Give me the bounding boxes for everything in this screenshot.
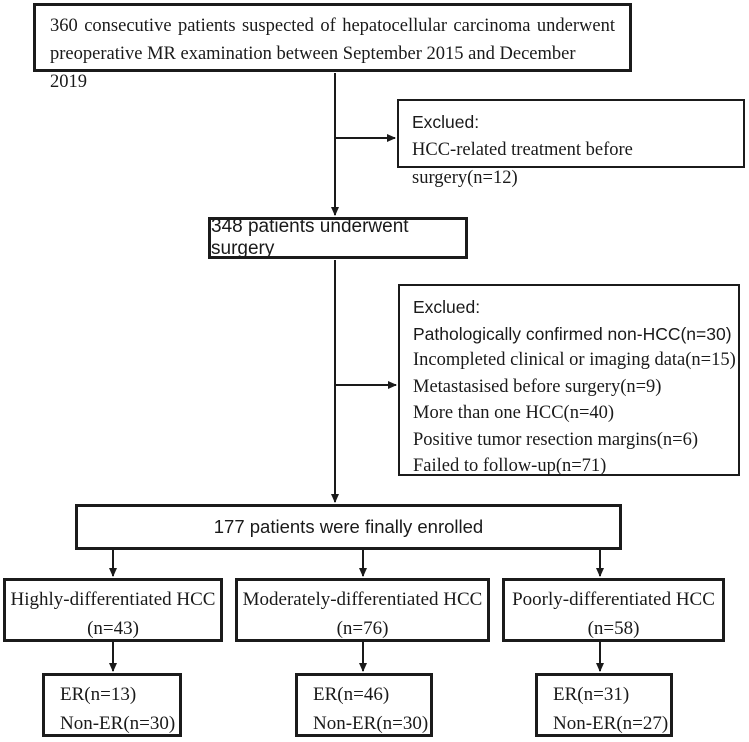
group-n: (n=76) bbox=[336, 618, 389, 639]
exclusion-2-reason: More than one HCC(n=40) bbox=[413, 403, 615, 423]
exclusion-2-reason: Metastasised before surgery(n=9) bbox=[413, 376, 662, 397]
group-box-moderately: Moderately-differentiated HCC (n=76) bbox=[235, 578, 490, 642]
exclusion-2-title: Exclued: bbox=[413, 297, 481, 317]
exclusion-2-reason: Failed to follow-up(n=71) bbox=[413, 456, 607, 476]
exclusion-2-reason: Positive tumor resection margins(n=6) bbox=[413, 429, 698, 450]
non-er-count: Non-ER(n=30) bbox=[313, 713, 429, 734]
group-box-poorly: Poorly-differentiated HCC (n=58) bbox=[502, 578, 725, 642]
non-er-count: Non-ER(n=27) bbox=[553, 713, 669, 734]
initial-cohort-box: 360 consecutive patients suspected of he… bbox=[33, 3, 632, 92]
exclusion-2-reason: Pathologically confirmed non-HCC(n=30) bbox=[413, 323, 732, 344]
er-count: ER(n=46) bbox=[313, 684, 390, 705]
group-label: Highly-differentiated HCC bbox=[10, 589, 216, 610]
exclusion-1-title: Exclued: bbox=[412, 112, 480, 132]
surgery-text: 348 patients underwent surgery bbox=[211, 216, 409, 259]
group-label: Poorly-differentiated HCC bbox=[512, 589, 715, 610]
initial-cohort-line-1: 360 consecutive patients suspected of he… bbox=[50, 16, 615, 36]
initial-cohort-line-2: preoperative MR examination between Sept… bbox=[50, 44, 576, 92]
exclusion-box-2: Exclued: Pathologically confirmed non-HC… bbox=[398, 284, 740, 476]
non-er-count: Non-ER(n=30) bbox=[60, 713, 176, 734]
group-box-highly: Highly-differentiated HCC (n=43) bbox=[3, 578, 223, 642]
er-box-moderately: ER(n=46) Non-ER(n=30) bbox=[295, 673, 433, 737]
enrolled-text: 177 patients were finally enrolled bbox=[213, 516, 484, 537]
exclusion-1-reason: HCC-related treatment before surgery(n=1… bbox=[412, 140, 633, 188]
er-box-poorly: ER(n=31) Non-ER(n=27) bbox=[535, 673, 673, 737]
exclusion-box-1: Exclued: HCC-related treatment before su… bbox=[397, 99, 745, 188]
group-n: (n=58) bbox=[587, 618, 640, 639]
exclusion-2-reason: Incompleted clinical or imaging data(n=1… bbox=[413, 350, 736, 370]
er-count: ER(n=13) bbox=[60, 684, 137, 705]
er-count: ER(n=31) bbox=[553, 684, 630, 705]
group-n: (n=43) bbox=[87, 618, 139, 639]
er-box-highly: ER(n=13) Non-ER(n=30) bbox=[42, 673, 182, 737]
enrolled-box: 177 patients were finally enrolled bbox=[75, 504, 622, 550]
group-label: Moderately-differentiated HCC bbox=[242, 589, 483, 610]
surgery-box: 348 patients underwent surgery bbox=[208, 216, 468, 259]
